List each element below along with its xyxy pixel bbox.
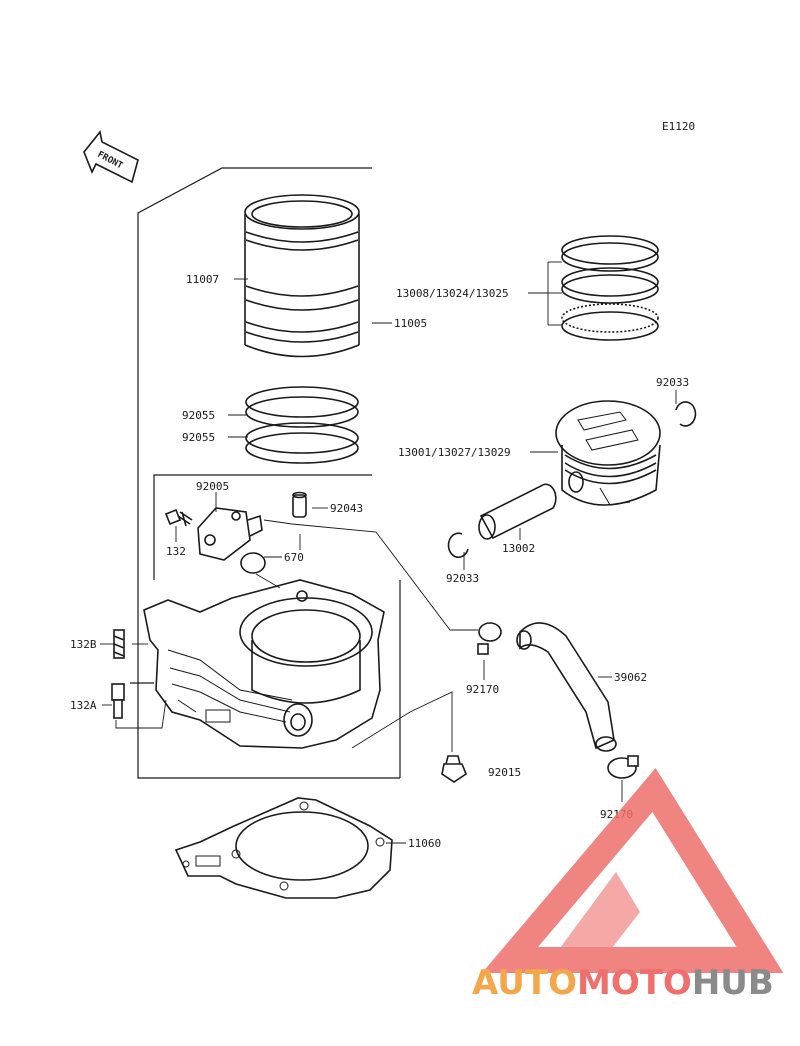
watermark-part-auto: AUTO	[472, 963, 577, 1003]
label-11007: 11007	[186, 273, 219, 286]
o-rings	[245, 386, 359, 464]
cylinder-block	[143, 579, 385, 749]
watermark-part-hub: HUB	[692, 963, 774, 1003]
label-92033-b: 92033	[446, 572, 479, 585]
watermark-part-moto: MOTO	[577, 963, 692, 1003]
head-gasket	[174, 797, 393, 899]
label-92033-a: 92033	[656, 376, 689, 389]
label-13008: 13008/13024/13025	[396, 287, 509, 300]
label-13001: 13001/13027/13029	[398, 446, 511, 459]
triangle-logo-icon	[481, 767, 784, 973]
part-labels: 11007 11005 13008/13024/13025 92055 9205…	[70, 273, 689, 850]
watermark-text: AUTOMOTOHUB	[472, 963, 774, 1003]
hose-clamp-lower	[607, 755, 639, 779]
bolt-132B	[113, 629, 125, 659]
label-39062: 39062	[614, 671, 647, 684]
o-ring-670	[240, 552, 266, 574]
label-92055-b: 92055	[182, 431, 215, 444]
label-132A: 132A	[70, 699, 97, 712]
water-fitting	[197, 507, 263, 561]
watermark-logo: AUTOMOTOHUB	[472, 767, 784, 1003]
label-11060: 11060	[408, 837, 441, 850]
coolant-hose	[516, 622, 617, 752]
circlip-lower	[447, 532, 469, 559]
circlip-upper	[675, 401, 697, 427]
label-92005: 92005	[196, 480, 229, 493]
front-arrow-icon: FRONT	[83, 130, 139, 184]
label-13002: 13002	[502, 542, 535, 555]
label-92055-a: 92055	[182, 409, 215, 422]
piston-ring-set	[561, 235, 659, 341]
bolt-132A	[111, 683, 125, 719]
leader-lines	[100, 261, 677, 844]
label-11005: 11005	[394, 317, 427, 330]
label-92015: 92015	[488, 766, 521, 779]
label-132B: 132B	[70, 638, 97, 651]
diagram-code: E1120	[662, 120, 695, 133]
piston	[555, 400, 661, 506]
label-670: 670	[284, 551, 304, 564]
hose-clamp-upper	[477, 622, 502, 655]
assembly-frame	[130, 167, 401, 779]
label-92043: 92043	[330, 502, 363, 515]
bolt-132	[164, 508, 193, 527]
plug-92015	[441, 755, 467, 783]
dowel-pin	[292, 491, 307, 518]
cylinder-sleeve	[244, 194, 360, 358]
label-92170-a: 92170	[466, 683, 499, 696]
piston-pin	[478, 483, 557, 540]
label-132: 132	[166, 545, 186, 558]
